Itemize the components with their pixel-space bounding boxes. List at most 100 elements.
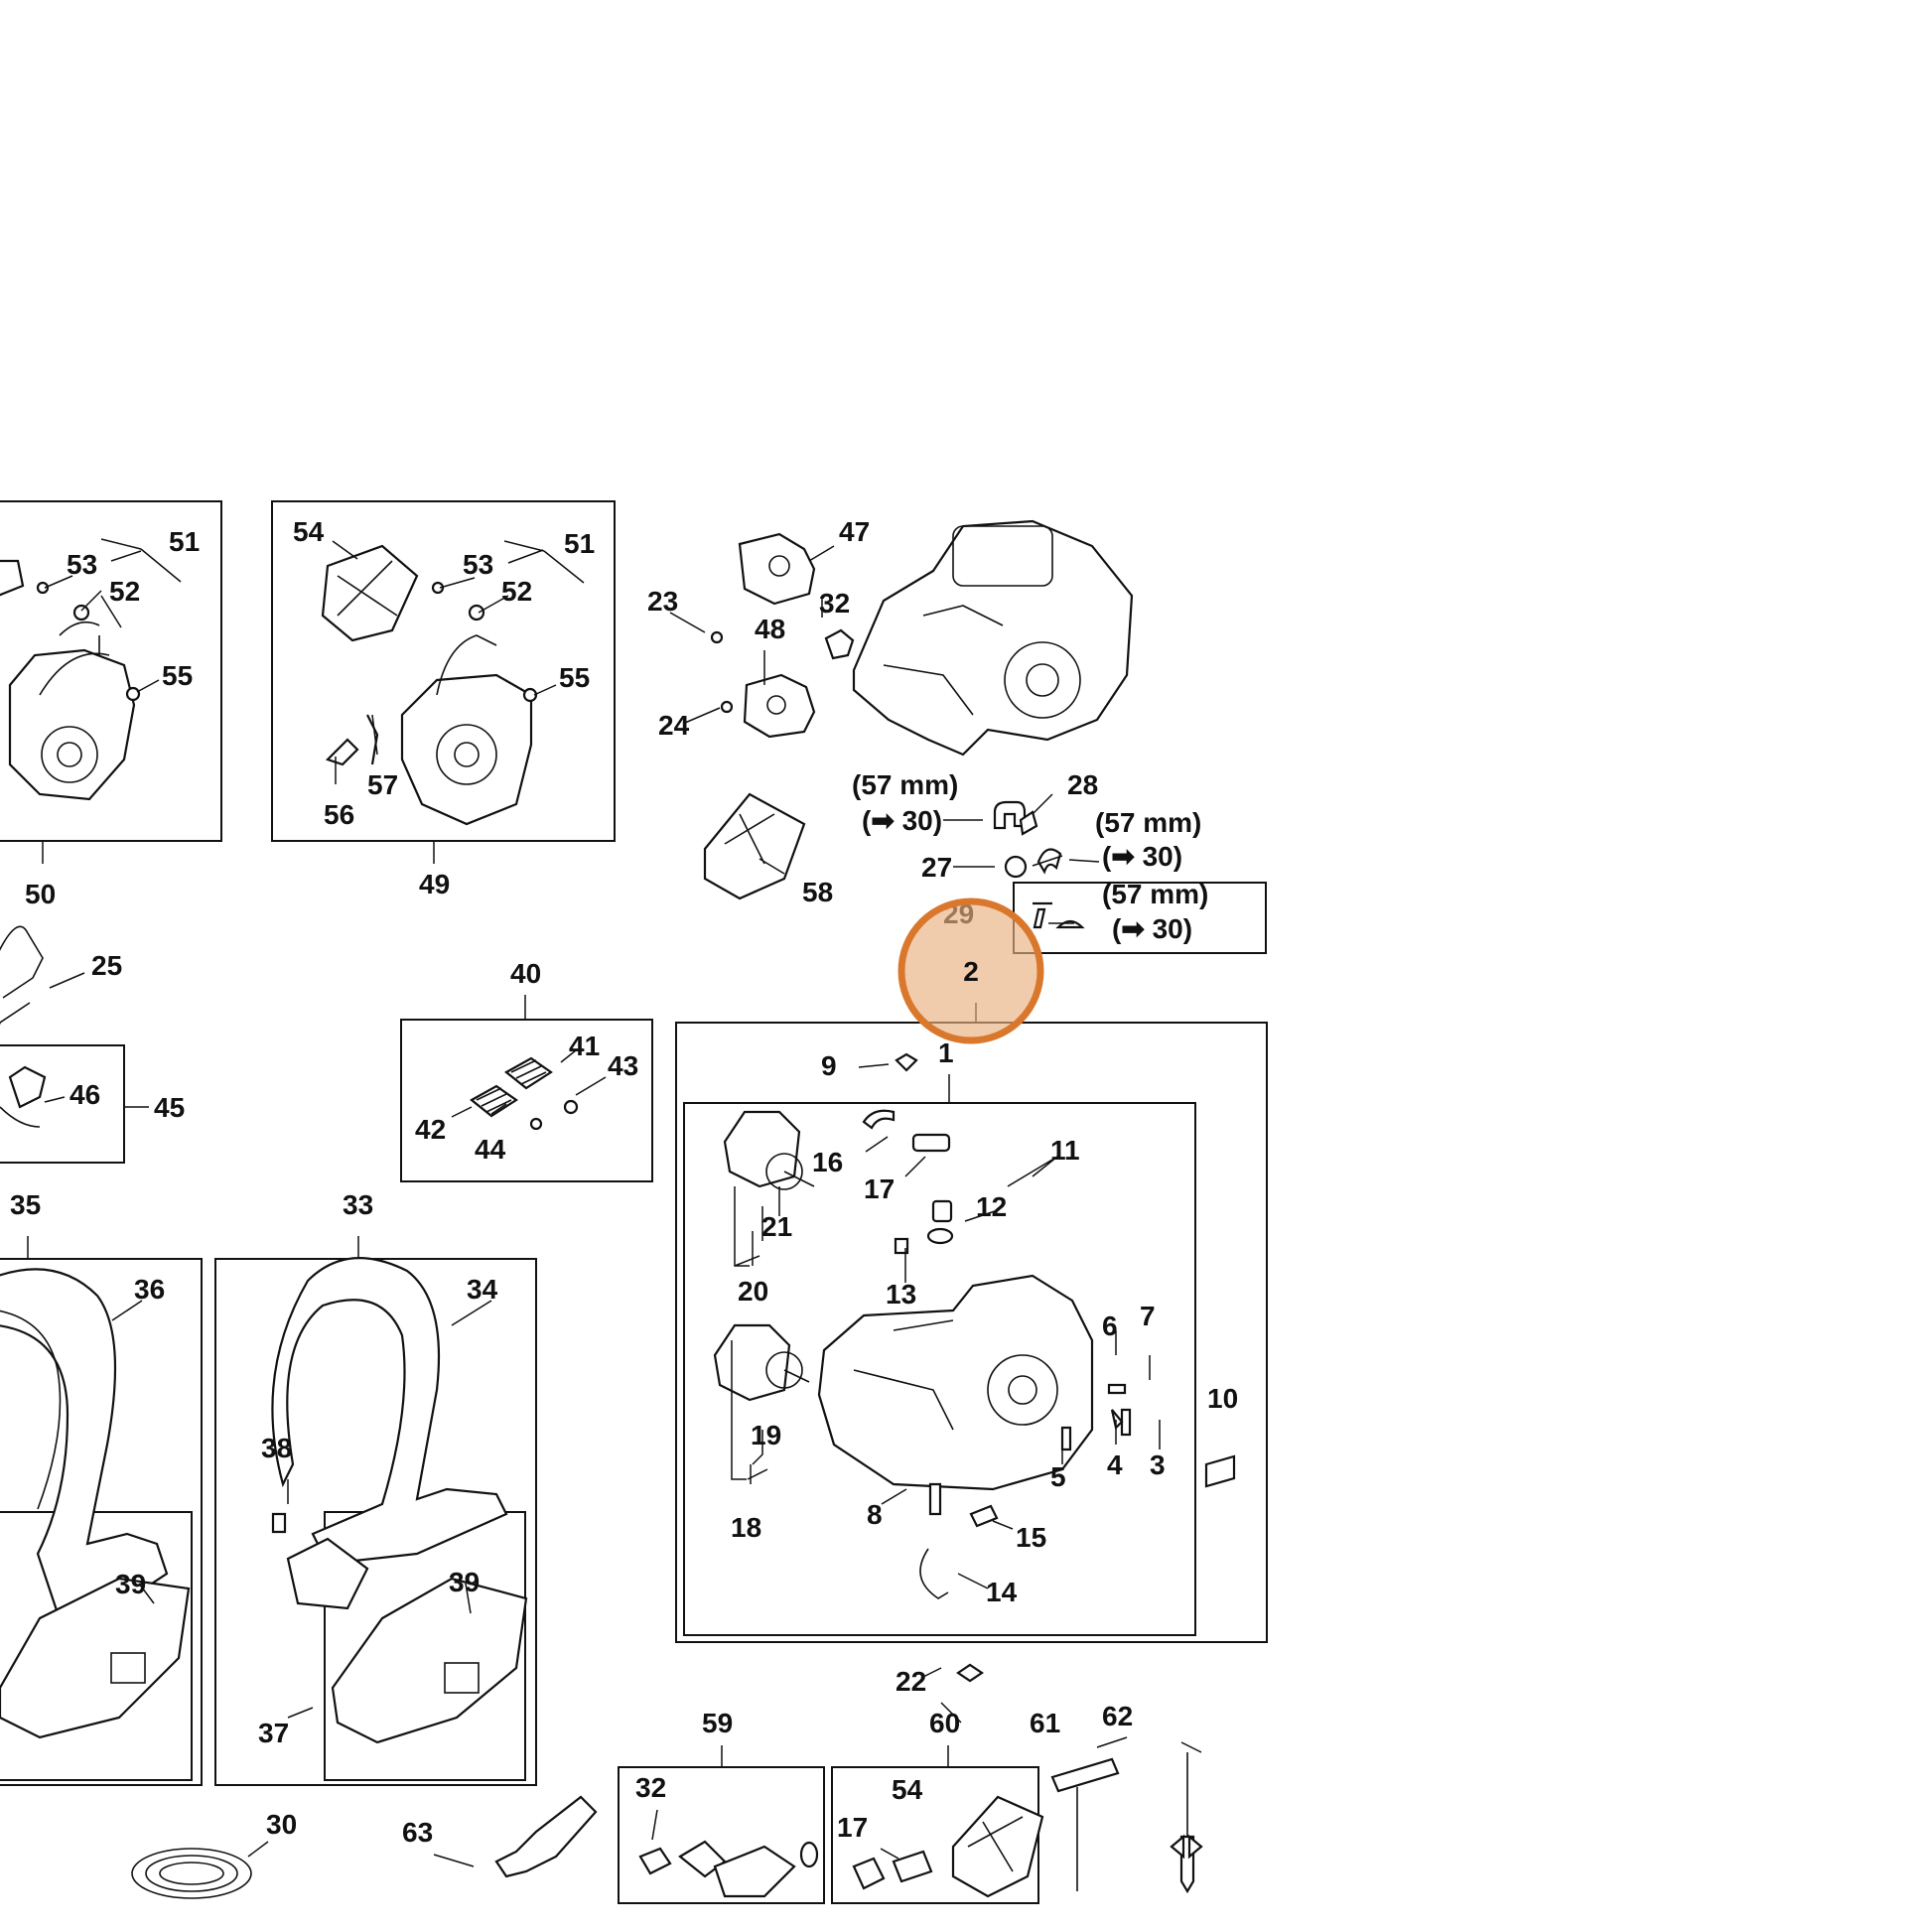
callout-2[interactable]: 2 [963,956,979,987]
note-57mm-b: (57 mm) [1095,807,1201,838]
note-57mm-a: (57 mm) [852,769,958,800]
callout-labels: 51 53 52 55 50 54 53 51 52 55 57 56 49 4… [10,516,1238,1848]
group-box-40 [400,1019,653,1182]
callout-36[interactable]: 36 [134,1274,165,1305]
callout-22[interactable]: 22 [896,1666,926,1697]
callout-55[interactable]: 55 [559,662,590,693]
note-ref30-c: (➡ 30) [1112,913,1192,944]
callout-25[interactable]: 25 [91,950,122,981]
callout-30[interactable]: 30 [266,1809,297,1840]
front-handle-sketch-34 [271,1257,508,1610]
crankcase-sketch-1 [817,1274,1094,1491]
callout-3[interactable]: 3 [1150,1449,1166,1480]
callout-38[interactable]: 38 [261,1433,292,1463]
leader-lines [44,538,1202,1867]
callout-63[interactable]: 63 [402,1817,433,1848]
callout-39[interactable]: 39 [115,1569,146,1599]
callout-50[interactable]: 50 [25,879,56,909]
oil-pump-sketch-21 [723,1110,815,1190]
callout-28[interactable]: 28 [1067,769,1098,800]
callout-54[interactable]: 54 [892,1774,923,1805]
callout-20[interactable]: 20 [738,1276,768,1307]
callout-12[interactable]: 12 [976,1191,1007,1222]
callout-51[interactable]: 51 [169,526,200,557]
note-57mm-c: (57 mm) [1102,879,1208,909]
callout-60[interactable]: 60 [929,1708,960,1738]
callout-44[interactable]: 44 [475,1134,506,1165]
callout-62[interactable]: 62 [1102,1701,1133,1731]
callout-32[interactable]: 32 [635,1772,666,1803]
callout-27[interactable]: 27 [921,852,952,883]
callout-17[interactable]: 17 [837,1812,868,1843]
callout-32[interactable]: 32 [819,588,850,619]
highlighted-callout-2[interactable]: 2 [897,897,1044,1044]
callout-34[interactable]: 34 [467,1274,498,1305]
callout-24[interactable]: 24 [658,710,690,741]
callout-46[interactable]: 46 [69,1079,100,1110]
callout-23[interactable]: 23 [647,586,678,617]
callout-21[interactable]: 21 [761,1211,792,1242]
callout-47[interactable]: 47 [839,516,870,547]
engine-housing-sketch-49 [321,544,538,826]
callout-9[interactable]: 9 [821,1050,837,1081]
callout-51[interactable]: 51 [564,528,595,559]
group-box-35 [0,1258,203,1786]
callout-42[interactable]: 42 [415,1114,446,1145]
callout-7[interactable]: 7 [1140,1301,1156,1331]
air-filter-sketch-58 [703,792,806,900]
carburetor-sketch [710,532,855,739]
note-ref30-b: (➡ 30) [1102,841,1182,872]
callout-6[interactable]: 6 [1102,1311,1118,1341]
callout-59[interactable]: 59 [702,1708,733,1738]
callout-52[interactable]: 52 [501,576,532,607]
callout-57[interactable]: 57 [367,769,398,800]
callout-58[interactable]: 58 [802,877,833,907]
callout-43[interactable]: 43 [608,1050,638,1081]
chain-sprocket-cover-sketch-left [0,1577,191,1739]
callout-55[interactable]: 55 [162,660,193,691]
callout-17[interactable]: 17 [864,1173,895,1204]
callout-35[interactable]: 35 [10,1189,41,1220]
note-ref30-a: (➡ 30) [862,805,942,836]
callout-33[interactable]: 33 [343,1189,373,1220]
chain-sprocket-cover-sketch-right [331,1577,528,1744]
oil-pump-sketch-19 [713,1323,810,1402]
callout-19[interactable]: 19 [751,1420,781,1450]
callout-40[interactable]: 40 [510,958,541,989]
callout-11[interactable]: 11 [1050,1135,1080,1166]
callout-13[interactable]: 13 [886,1279,916,1310]
callout-52[interactable]: 52 [109,576,140,607]
callout-10[interactable]: 10 [1207,1383,1238,1414]
callout-48[interactable]: 48 [755,614,785,644]
callout-56[interactable]: 56 [324,799,354,830]
group-box-49 [271,500,616,842]
callout-18[interactable]: 18 [731,1512,761,1543]
av-springs-sketch [470,1056,579,1131]
callout-8[interactable]: 8 [867,1499,883,1530]
callout-15[interactable]: 15 [1016,1522,1046,1553]
bottom-parts-sketch [131,1752,1203,1899]
callout-4[interactable]: 4 [1107,1449,1123,1480]
fuel-hose-parts-sketch [993,800,1085,929]
small-parts-box-1 [862,1052,1236,1683]
callout-53[interactable]: 53 [463,549,493,580]
callout-39[interactable]: 39 [449,1567,480,1597]
callout-16[interactable]: 16 [812,1147,843,1177]
callout-49[interactable]: 49 [419,869,450,899]
group-box-50 [0,500,222,842]
callout-45[interactable]: 45 [154,1092,185,1123]
callout-1[interactable]: 1 [938,1037,954,1068]
crankcase-assembly-sketch [852,519,1134,757]
front-handle-sketch-36 [0,1268,169,1615]
callout-14[interactable]: 14 [986,1577,1018,1607]
callout-61[interactable]: 61 [1030,1708,1060,1738]
callout-53[interactable]: 53 [67,549,97,580]
callout-5[interactable]: 5 [1050,1461,1066,1492]
callout-37[interactable]: 37 [258,1718,289,1748]
group-box-1 [683,1102,1196,1636]
callout-41[interactable]: 41 [569,1031,600,1061]
callout-54[interactable]: 54 [293,516,325,547]
wire-parts-sketch [0,925,47,1128]
group-box-45 [0,1044,125,1164]
